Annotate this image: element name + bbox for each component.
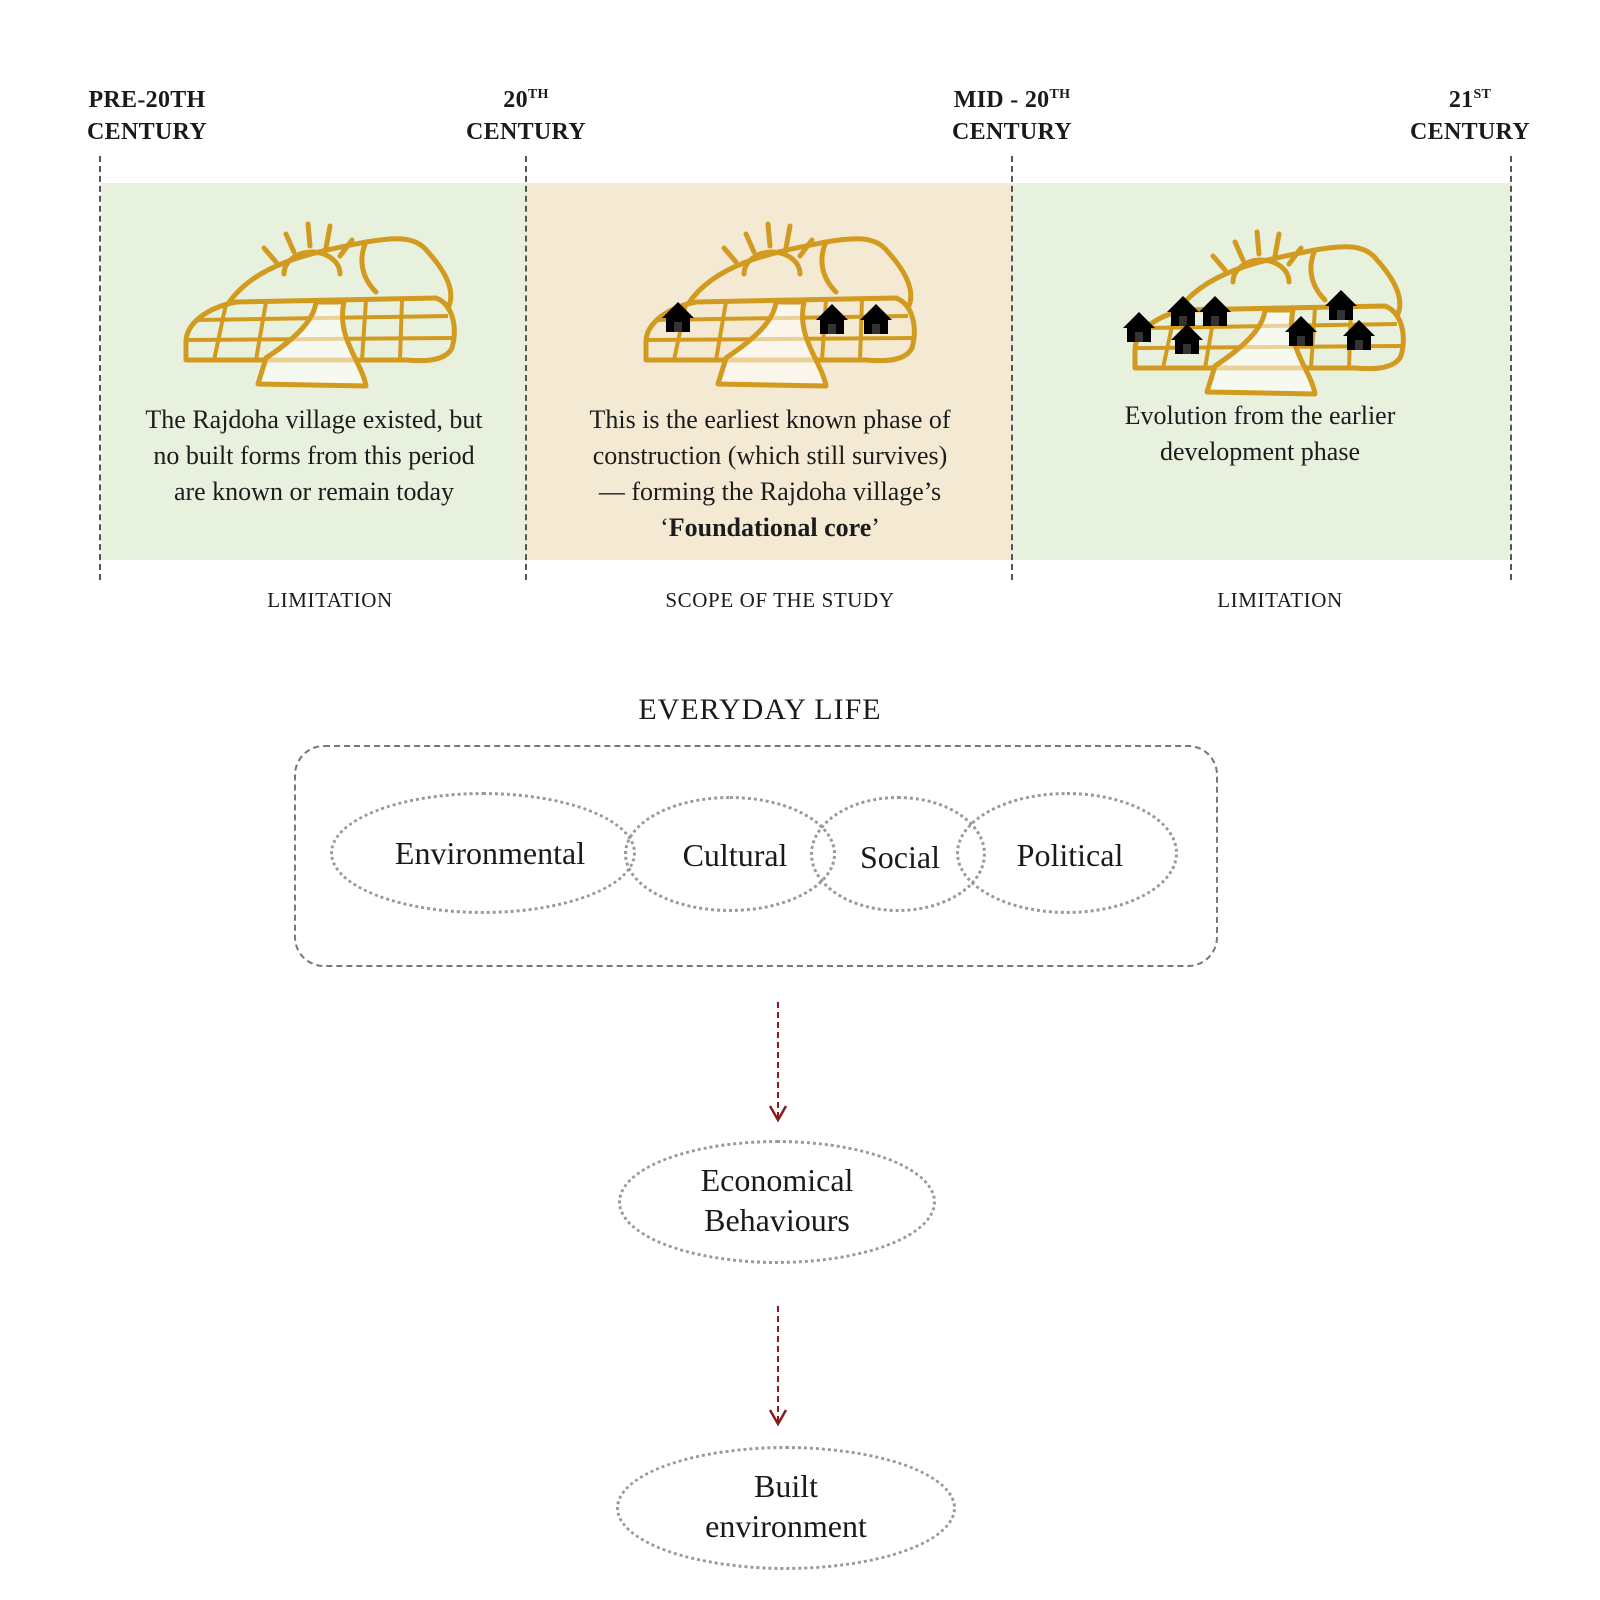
- era-label-line2: CENTURY: [87, 119, 207, 145]
- era-label-line1: 20TH: [503, 87, 549, 113]
- everyday-life-frame: [294, 745, 1218, 967]
- era-label-mid-20th: MID - 20TH CENTURY: [912, 84, 1112, 148]
- phase-caption-scope: SCOPE OF THE STUDY: [665, 588, 895, 612]
- house-icon: [1123, 312, 1155, 342]
- era-label-line2: CENTURY: [1410, 119, 1530, 145]
- everyday-life-title: EVERYDAY LIFE: [638, 693, 882, 726]
- phase-description: This is the earliest known phase of cons…: [589, 405, 951, 542]
- house-icon: [1325, 290, 1357, 320]
- flow-label-economical-behaviours: Economical Behaviours: [700, 1162, 854, 1238]
- flow-ellipse-economical-behaviours: [618, 1140, 936, 1264]
- flow-ellipse-built-environment: [616, 1446, 956, 1570]
- flow-arrow: [768, 1002, 788, 1123]
- village-sketch-icon: [626, 212, 936, 392]
- era-label-line1: 21ST: [1448, 87, 1492, 113]
- era-label-21st: 21ST CENTURY: [1370, 84, 1570, 148]
- house-icon: [816, 304, 848, 334]
- factor-label-cultural: Cultural: [682, 837, 788, 873]
- timeline-divider: [1510, 156, 1512, 580]
- flow-label-built-environment: Built environment: [705, 1468, 867, 1544]
- phase-description: Evolution from the earlier development p…: [1124, 401, 1396, 466]
- village-sketch-icon: [166, 212, 476, 392]
- era-label-line2: CENTURY: [952, 119, 1072, 145]
- factor-label-political: Political: [1016, 837, 1124, 873]
- factor-label-environmental: Environmental: [394, 835, 586, 871]
- era-label-line2: CENTURY: [466, 119, 586, 145]
- factor-ellipse-political: [956, 792, 1178, 914]
- timeline-divider: [99, 156, 101, 580]
- phase-caption-limitation: LIMITATION: [267, 588, 393, 612]
- era-label-line1: PRE-20TH: [88, 87, 206, 113]
- house-icon: [1199, 296, 1231, 326]
- timeline-divider: [1011, 156, 1013, 580]
- foundational-core-label: Foundational core: [668, 513, 872, 542]
- house-icon: [662, 302, 694, 332]
- factor-label-social: Social: [860, 839, 940, 875]
- phase-caption-limitation: LIMITATION: [1217, 588, 1343, 612]
- house-icon: [860, 304, 892, 334]
- timeline-divider: [525, 156, 527, 580]
- era-label-pre-20th: PRE-20TH CENTURY: [47, 84, 247, 148]
- flow-arrow: [768, 1306, 788, 1427]
- phase-description: The Rajdoha village existed, but no buil…: [145, 405, 483, 506]
- house-icon: [1167, 296, 1199, 326]
- village-sketch-icon: [1123, 220, 1425, 400]
- era-label-20th: 20TH CENTURY: [426, 84, 626, 148]
- era-label-line1: MID - 20TH: [953, 87, 1071, 113]
